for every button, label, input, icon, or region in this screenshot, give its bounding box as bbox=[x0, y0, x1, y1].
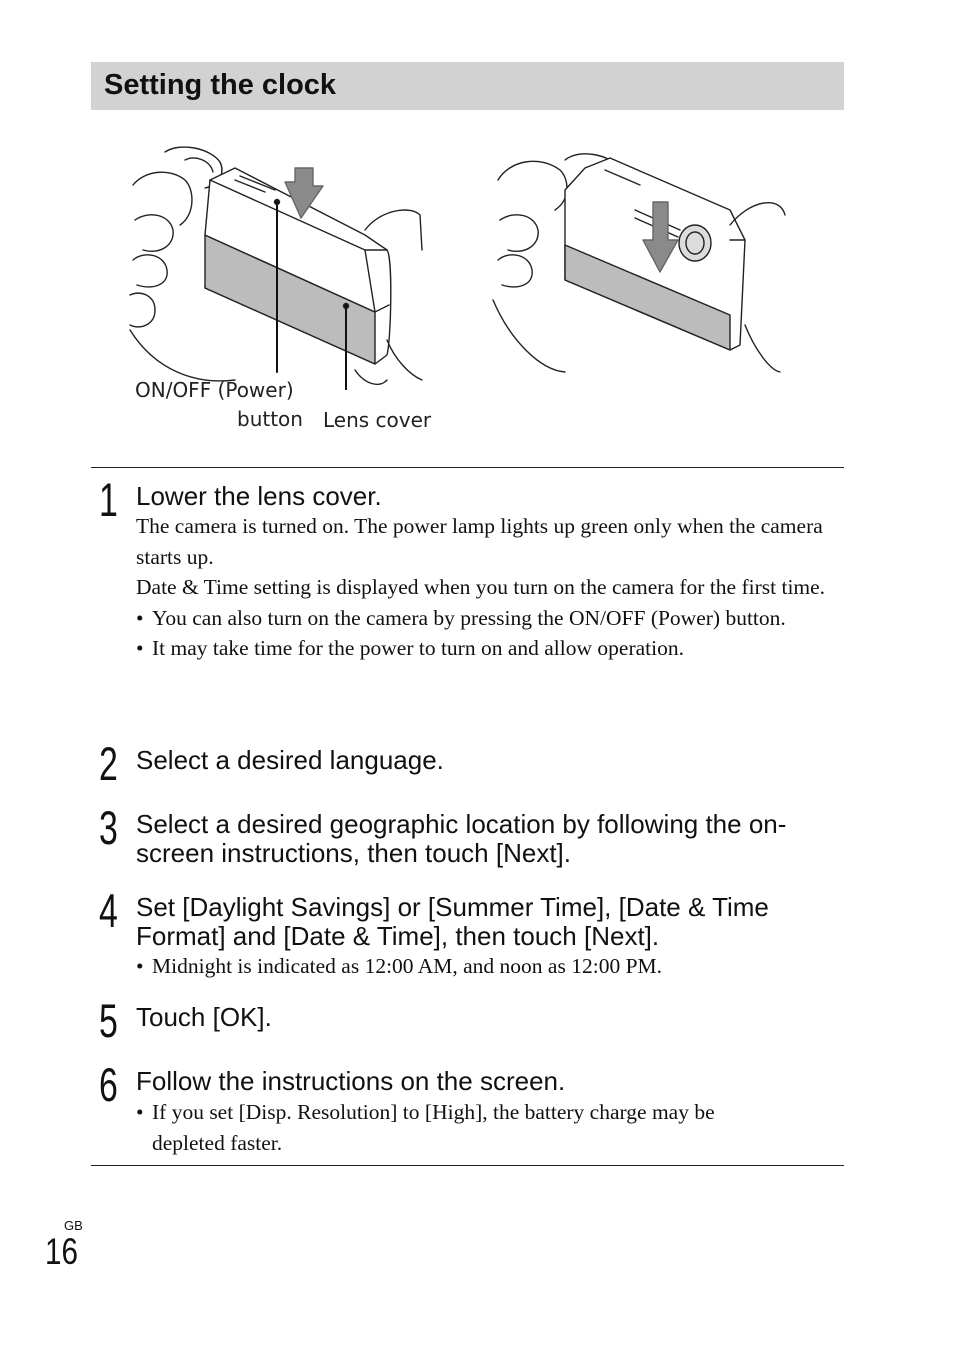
step-body: Midnight is indicated as 12:00 AM, and n… bbox=[136, 951, 844, 982]
callout-power-button: ON/OFF (Power) bbox=[135, 378, 294, 402]
callout-power-button-line1: ON/OFF (Power) bbox=[135, 378, 294, 402]
step-bullet: If you set [Disp. Resolution] to [High],… bbox=[136, 1097, 786, 1158]
camera-illustration bbox=[129, 146, 786, 390]
step-heading: Lower the lens cover. bbox=[136, 481, 382, 511]
step-bullet: It may take time for the power to turn o… bbox=[136, 633, 844, 664]
step-paragraph: Date & Time setting is displayed when yo… bbox=[136, 575, 826, 599]
step-bullet: Midnight is indicated as 12:00 AM, and n… bbox=[136, 951, 844, 982]
step-number: 1 bbox=[99, 473, 118, 526]
step-number: 6 bbox=[99, 1058, 118, 1111]
step-heading: Follow the instructions on the screen. bbox=[136, 1066, 566, 1096]
step-number: 3 bbox=[99, 801, 118, 854]
section-title-bar: Setting the clock bbox=[91, 62, 844, 110]
step-heading: Set [Daylight Savings] or [Summer Time],… bbox=[136, 892, 769, 951]
step-number: 4 bbox=[99, 884, 118, 937]
bottom-rule bbox=[91, 1165, 844, 1166]
callout-lens-cover-label: Lens cover bbox=[323, 408, 432, 432]
camera-left-image bbox=[129, 146, 423, 390]
step-paragraph: The camera is turned on. The power lamp … bbox=[136, 514, 823, 569]
step-body: The camera is turned on. The power lamp … bbox=[136, 511, 844, 664]
callout-power-button-2: button bbox=[237, 407, 303, 431]
region-code: GB bbox=[64, 1218, 83, 1233]
step-number: 5 bbox=[99, 994, 118, 1047]
page-number: 16 bbox=[45, 1231, 78, 1272]
step-body: If you set [Disp. Resolution] to [High],… bbox=[136, 1097, 786, 1158]
step-heading: Select a desired geographic location by … bbox=[136, 809, 787, 868]
callout-power-button-line2: button bbox=[237, 407, 303, 431]
step-heading: Select a desired language. bbox=[136, 745, 444, 775]
callout-lens-cover: Lens cover bbox=[323, 408, 431, 432]
section-title: Setting the clock bbox=[104, 69, 337, 101]
step-bullet: You can also turn on the camera by press… bbox=[136, 603, 844, 634]
step-heading: Touch [OK]. bbox=[136, 1002, 272, 1032]
camera-right-image bbox=[492, 153, 786, 373]
step-number: 2 bbox=[99, 737, 118, 790]
top-rule bbox=[91, 467, 844, 468]
